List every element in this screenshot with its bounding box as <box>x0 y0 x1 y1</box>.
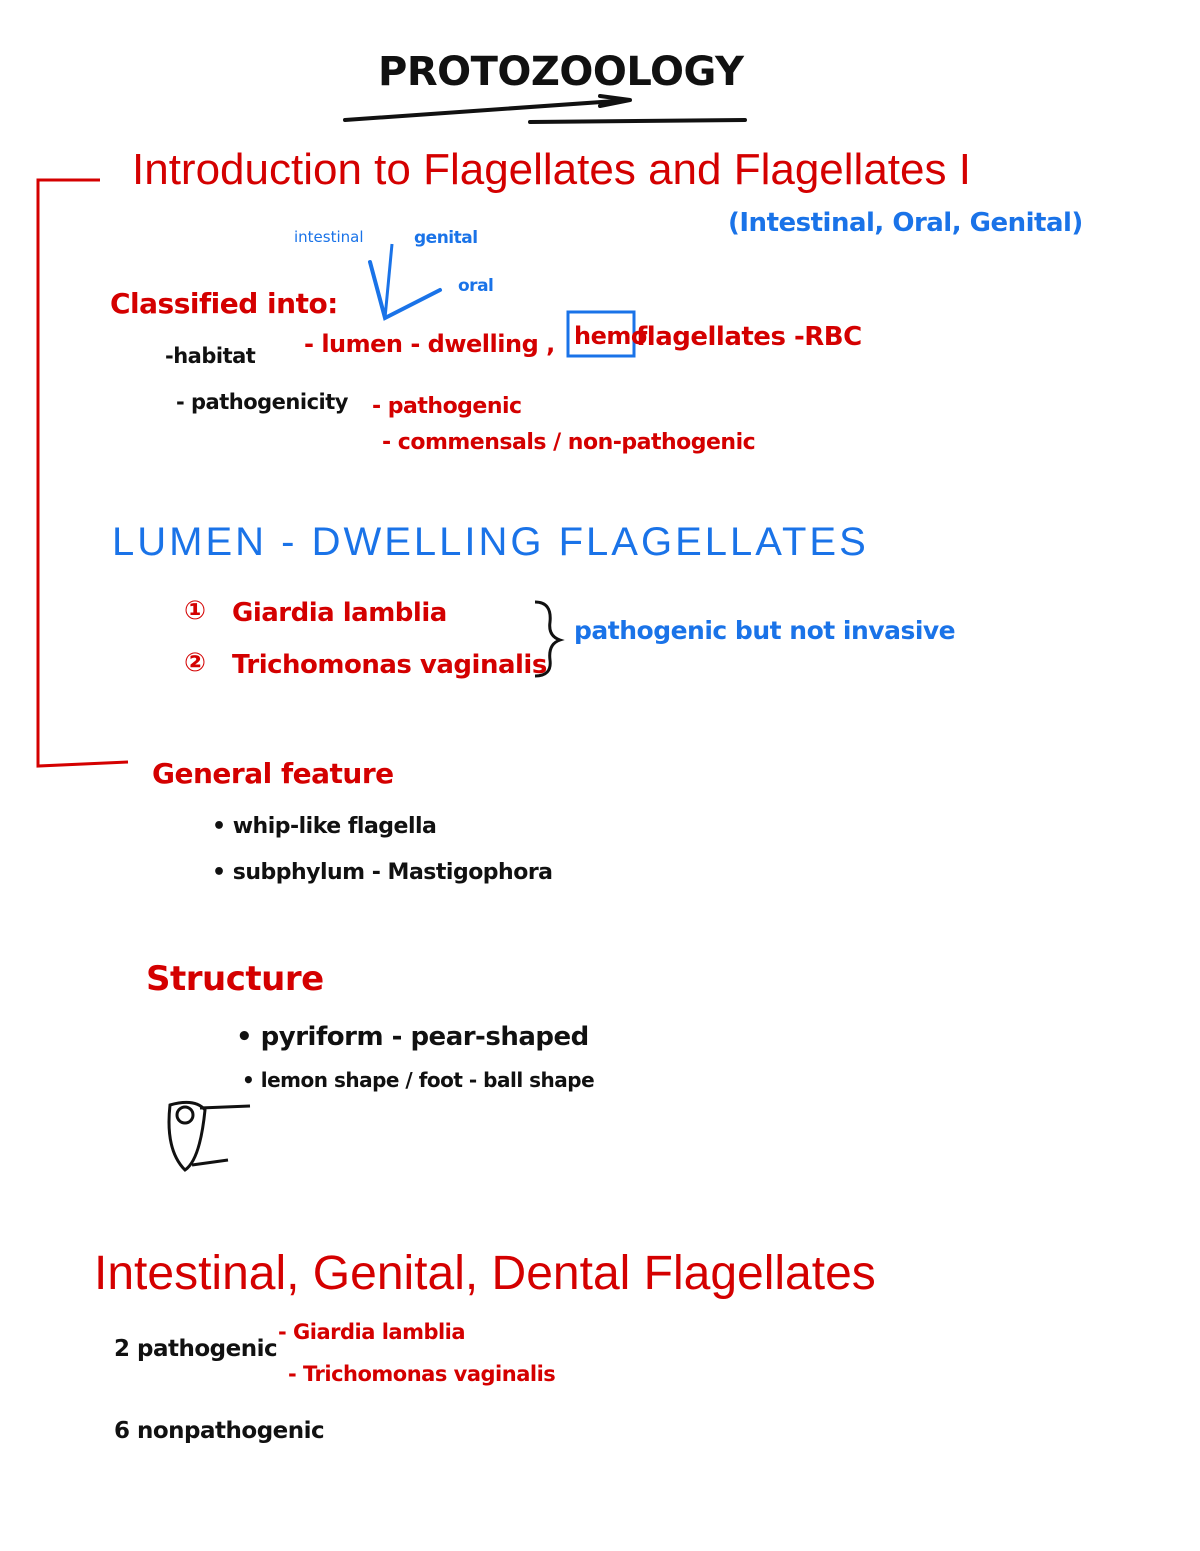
nonpathogenic-count: 6 nonpathogenic <box>114 1418 325 1444</box>
habitat-hemo-boxed: hemo <box>574 322 647 350</box>
pathogenic-count: 2 pathogenic <box>114 1336 278 1362</box>
lumen-heading: LUMEN - DWELLING FLAGELLATES <box>112 520 869 564</box>
structure-bullet-lemon-shape: • lemon shape / foot - ball shape <box>242 1068 595 1092</box>
structure-bullet-pyriform: • pyriform - pear-shaped <box>236 1022 589 1052</box>
intro-subtitle: (Intestinal, Oral, Genital) <box>728 208 1083 238</box>
item2-number: ② <box>184 648 206 678</box>
pathogenic-not-invasive-note: pathogenic but not invasive <box>574 616 956 645</box>
pathogenic-trichomonas: - Trichomonas vaginalis <box>288 1362 556 1386</box>
annotation-oral: oral <box>458 276 494 296</box>
pathogenic-giardia: - Giardia lamblia <box>278 1320 466 1344</box>
giardia-lamblia: Giardia lamblia <box>232 598 447 628</box>
pathogenicity-label: - pathogenicity <box>176 390 348 414</box>
general-feature-heading: General feature <box>152 757 394 790</box>
trichomonas-vaginalis: Trichomonas vaginalis <box>232 650 547 680</box>
pathogenic-item: - pathogenic <box>372 394 522 419</box>
item1-number: ① <box>184 596 206 626</box>
habitat-label: -habitat <box>165 344 256 368</box>
igd-heading: Intestinal, Genital, Dental Flagellates <box>94 1247 876 1300</box>
general-bullet-flagella: • whip-like flagella <box>212 814 437 839</box>
intro-heading: Introduction to Flagellates and Flagella… <box>132 145 971 194</box>
page-title: PROTOZOOLOGY <box>378 49 744 95</box>
habitat-hemoflagellates: flagellates -RBC <box>636 322 862 352</box>
annotation-genital: genital <box>414 228 478 248</box>
general-bullet-subphylum: • subphylum - Mastigophora <box>212 860 553 885</box>
annotation-intestinal: intestinal <box>294 228 364 246</box>
structure-heading: Structure <box>146 959 324 999</box>
habitat-lumen-dwelling: - lumen - dwelling , <box>304 330 555 358</box>
classified-label: Classified into: <box>110 287 338 320</box>
commensals-item: - commensals / non-pathogenic <box>382 430 756 455</box>
